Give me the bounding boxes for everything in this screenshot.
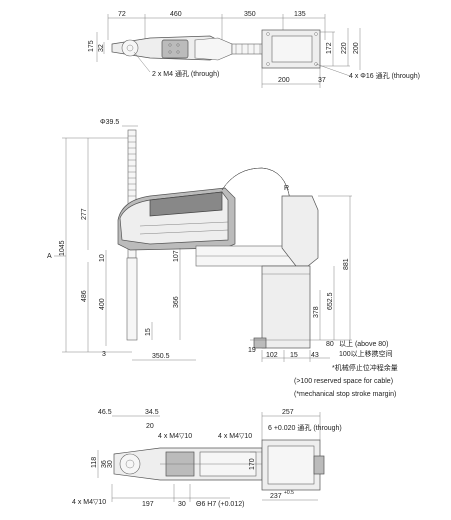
- dim-3: 3: [102, 351, 106, 358]
- tol-237: +0.5: [284, 490, 294, 496]
- note-hole6-h7: Θ6 H7 (+0.012): [196, 501, 244, 508]
- dim-135: 135: [294, 11, 306, 18]
- side-view: Φ39.5 R 1045 277 486 10: [47, 119, 398, 398]
- dim-200-bottom: 200: [278, 77, 290, 84]
- dim-350-5: 350.5: [152, 353, 170, 360]
- dim-37: 37: [318, 77, 326, 84]
- label-a: A: [47, 253, 52, 260]
- dim-400: 400: [99, 298, 106, 310]
- dim-118: 118: [91, 457, 98, 468]
- dim-486: 486: [81, 290, 88, 302]
- dim-102: 102: [266, 352, 278, 359]
- dim-366: 366: [173, 296, 180, 308]
- dim-19: 19: [248, 347, 256, 354]
- dim-197: 197: [142, 501, 154, 508]
- dim-237: 237: [270, 493, 282, 500]
- dim-30-bottom: 30: [178, 501, 186, 508]
- dim-80: 80: [326, 341, 334, 348]
- dim-652-5: 652.5: [327, 292, 334, 310]
- dim-220: 220: [341, 42, 348, 54]
- dim-107: 107: [173, 250, 180, 262]
- dim-phi39-5: Φ39.5: [100, 119, 119, 126]
- dim-72: 72: [118, 11, 126, 18]
- note-stop-en: (*mechanical stop stroke margin): [294, 391, 396, 398]
- dim-378: 378: [313, 306, 320, 318]
- dim-10: 10: [99, 254, 106, 262]
- dim-36: 36: [101, 460, 108, 468]
- dim-34-5: 34.5: [145, 409, 159, 416]
- label-r: R: [284, 185, 289, 192]
- dim-350: 350: [244, 11, 256, 18]
- note-hole6-through: 6 +0.020 通孔 (through): [268, 423, 342, 432]
- dim-170: 170: [249, 458, 256, 470]
- dim-15: 15: [145, 328, 152, 336]
- dim-257: 257: [282, 409, 294, 416]
- note-m4-through: 2 x M4 通孔 (through): [152, 69, 219, 78]
- note-m4-depth-b: 4 x M4▽10: [218, 433, 252, 440]
- top-view: 72 460 350 135 175 32 172: [88, 11, 420, 88]
- dim-277: 277: [81, 208, 88, 220]
- dim-200-right: 200: [353, 42, 360, 54]
- dim-20: 20: [146, 423, 154, 430]
- note-phi16-through: 4 x Φ16 通孔 (through): [349, 71, 420, 80]
- bottom-view: 46.5 34.5 20 4 x M4▽10 4 x M4▽10 257 6 +…: [72, 409, 342, 508]
- dim-46-5: 46.5: [98, 409, 112, 416]
- note-m4-depth-a: 4 x M4▽10: [158, 433, 192, 440]
- note-stop-cn: *机械停止位冲程余量: [332, 363, 398, 372]
- dim-1045: 1045: [59, 240, 66, 256]
- dim-881: 881: [343, 258, 350, 270]
- dim-43: 43: [311, 352, 319, 359]
- dim-32: 32: [98, 44, 105, 52]
- note-reserved-en: (>100 reserved space for cable): [294, 378, 393, 385]
- dim-172: 172: [326, 42, 333, 54]
- dim-15-b: 15: [290, 352, 298, 359]
- note-m4-depth-c: 4 x M4▽10: [72, 499, 106, 506]
- dim-460: 460: [170, 11, 182, 18]
- dim-30-left: 30: [107, 460, 114, 468]
- note-above-80: 以上 (above 80): [339, 339, 388, 348]
- note-space-cn: 100以上移携空间: [339, 349, 393, 358]
- dim-175: 175: [88, 40, 95, 52]
